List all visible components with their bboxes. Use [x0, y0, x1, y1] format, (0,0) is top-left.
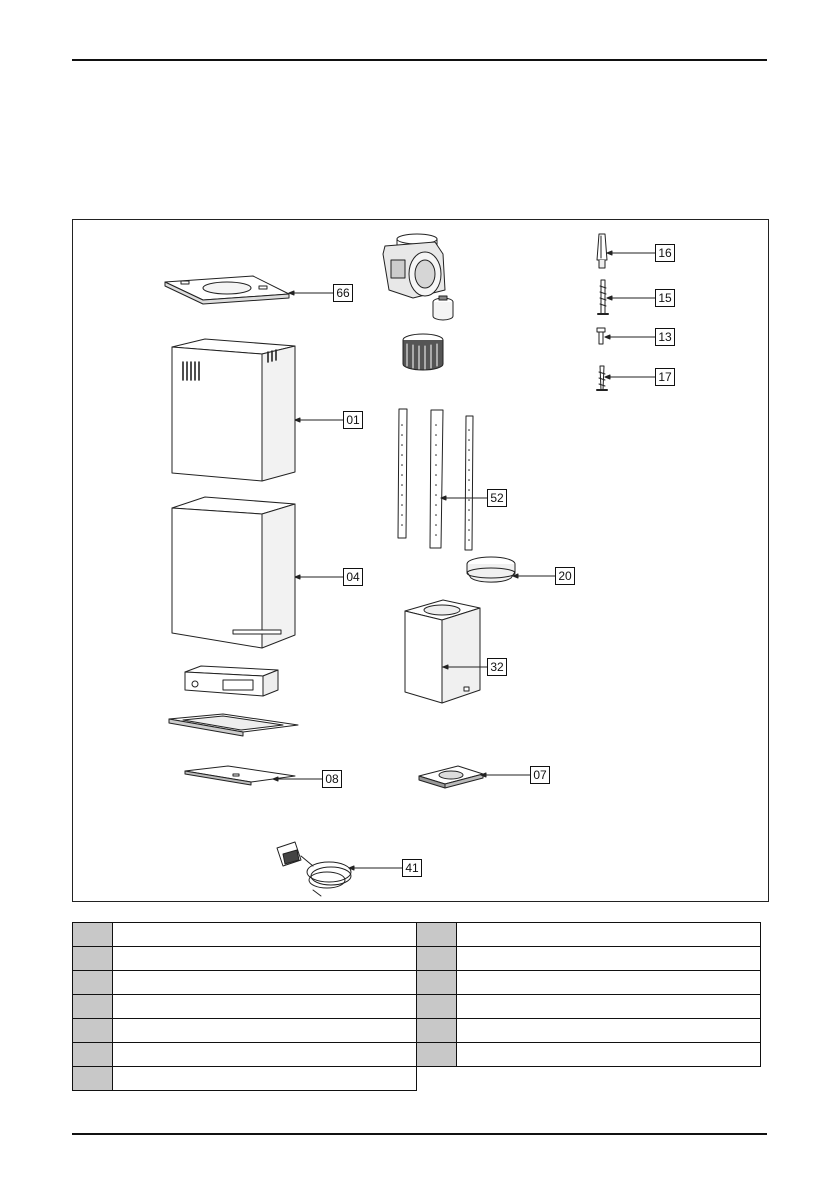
part-16-wall-plug [596, 233, 608, 269]
callout-15: 15 [655, 289, 675, 307]
part-base-frame [168, 713, 299, 737]
callout-66: 66 [333, 284, 353, 302]
part-66-top-plate [164, 275, 290, 305]
table-row [72, 1066, 761, 1091]
callout-01: 01 [343, 411, 363, 429]
part-description [456, 1042, 761, 1067]
part-description [456, 946, 761, 971]
part-20-collar [466, 556, 516, 583]
part-description [112, 1042, 417, 1067]
part-07-bottom-plate [418, 765, 484, 789]
part-motor-unit [382, 233, 446, 299]
callout-16: 16 [655, 244, 675, 262]
part-bracket-box [184, 665, 279, 697]
part-17-screw [596, 365, 608, 391]
part-description [112, 1066, 417, 1091]
part-code [72, 994, 113, 1019]
part-description [112, 994, 417, 1019]
part-01-upper-chimney [171, 338, 296, 482]
callout-32: 32 [487, 658, 507, 676]
table-row [72, 994, 761, 1019]
table-row [72, 1018, 761, 1043]
table-row [72, 922, 761, 947]
callout-52: 52 [487, 489, 507, 507]
callout-17: 17 [655, 368, 675, 386]
table-row [72, 970, 761, 995]
top-rule [72, 59, 767, 61]
table-row [72, 1042, 761, 1067]
part-code [72, 970, 113, 995]
table-row [72, 946, 761, 971]
part-description [456, 994, 761, 1019]
part-fan-wheel [402, 333, 444, 371]
callout-13: 13 [655, 328, 675, 346]
leader-lines [272, 250, 656, 871]
part-code [72, 1066, 113, 1091]
part-52-rails [397, 408, 474, 551]
bottom-rule [72, 1133, 767, 1135]
part-13-bolt [596, 327, 606, 345]
part-code [416, 994, 457, 1019]
exploded-parts-diagram: 66 01 04 08 41 16 15 13 17 52 20 32 07 [72, 219, 769, 902]
part-code [72, 1042, 113, 1067]
part-description [112, 1018, 417, 1043]
part-code [416, 1018, 457, 1043]
part-description [456, 1018, 761, 1043]
part-code [72, 1018, 113, 1043]
callout-04: 04 [343, 568, 363, 586]
callout-08: 08 [322, 770, 342, 788]
part-code [72, 946, 113, 971]
part-code [416, 922, 457, 947]
parts-drawing [164, 233, 656, 897]
part-code [416, 970, 457, 995]
parts-table [72, 922, 761, 1091]
part-code [416, 946, 457, 971]
table-empty-cell [417, 1067, 761, 1091]
part-15-screw [597, 279, 609, 315]
part-04-lower-chimney [171, 496, 296, 649]
part-description [456, 922, 761, 947]
part-description [112, 946, 417, 971]
part-08-filter-panel [184, 765, 296, 786]
part-41-power-cord [276, 841, 352, 897]
part-description [112, 970, 417, 995]
callout-41: 41 [402, 859, 422, 877]
part-32-motor-box [404, 599, 481, 704]
part-code [416, 1042, 457, 1067]
part-code [72, 922, 113, 947]
callout-20: 20 [555, 567, 575, 585]
callout-07: 07 [530, 766, 550, 784]
part-motor-cap [432, 295, 454, 321]
part-description [112, 922, 417, 947]
part-description [456, 970, 761, 995]
